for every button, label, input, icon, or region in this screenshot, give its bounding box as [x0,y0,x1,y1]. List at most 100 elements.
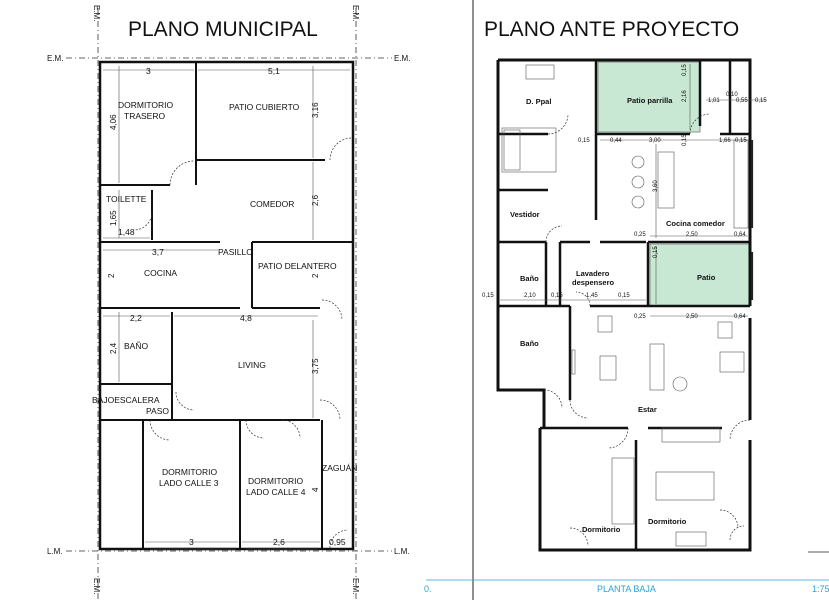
dim-1-66: 1,66 [719,138,731,144]
dim-0-15-a: 0,15 [755,98,767,104]
dim-3-bottom: 3 [189,537,194,547]
municipal-title: PLANO MUNICIPAL [128,18,318,41]
dim-3-75: 3,75 [311,358,320,374]
room-patio-parrilla: Patio parrilla [627,96,673,105]
dim-2-4: 2,4 [109,342,118,354]
anteproyecto-dimension-lines [500,64,766,317]
dim-0-25-b: 0,25 [634,314,646,320]
room-patio-delantero: PATIO DELANTERO [258,261,337,271]
room-lavadero-1: Lavadero [576,269,610,278]
dim-2-cocina: 2 [107,273,116,278]
room-bano-2: Baño [520,339,539,348]
axis-label-left: E.M. [47,54,63,63]
room-lavadero-2: despensero [572,278,615,287]
room-dorm-calle3-2: LADO CALLE 3 [159,478,219,488]
anteproyecto-room-labels: D. Ppal Patio parrilla Vestidor Cocina c… [510,96,725,534]
municipal-dimension-lines [103,66,350,543]
axis-label-right: E.M. [394,54,410,63]
axis-label-bottom-right: L.M. [394,547,410,556]
dim-0-10: 0,10 [726,92,738,98]
dim-5-1: 5,1 [268,66,280,76]
anteproyecto-title: PLANO ANTE PROYECTO [484,18,739,41]
room-d-ppal: D. Ppal [526,97,551,106]
dim-0-44: 0,44 [610,138,622,144]
room-patio-cubierto: PATIO CUBIERTO [229,102,300,112]
anteproyecto-outer-wall [496,58,752,552]
room-dormitorio-1: Dormitorio [582,525,621,534]
dim-1-65: 1,65 [109,210,118,226]
dim-2-6-bottom: 2,6 [273,537,285,547]
dim-0-15-d: 0,15 [482,293,494,299]
dim-2-patio: 2 [311,273,320,278]
dim-3-7: 3,7 [152,247,164,257]
room-bano-1: Baño [520,274,539,283]
dim-1-45: 1,45 [586,293,598,299]
axis-label-foot-left: E.M. [92,578,101,594]
municipal-interior-walls [100,62,353,549]
dim-1-01: 1,01 [708,98,720,104]
room-dorm-calle4-2: LADO CALLE 4 [246,487,306,497]
room-patio: Patio [697,273,716,282]
dim-0-55: 0,55 [736,98,748,104]
room-dorm-calle3-1: DORMITORIO [162,467,217,477]
room-dormitorio-2: Dormitorio [648,517,687,526]
dim-0-64-a: 0,64 [734,232,746,238]
municipal-dimension-labels: 3 5,1 4,06 3,16 1,65 1,48 2,6 3,7 2 2 2,… [107,66,346,547]
dim-4-06: 4,06 [109,114,118,130]
plano-municipal: PLANO MUNICIPAL E.M. E.M. E.M. E.M. L.M.… [47,5,410,600]
dim-2-50-a: 2,50 [686,232,698,238]
room-dormitorio-trasero-2: TRASERO [124,111,165,121]
axis-label-foot-right: E.M. [351,578,360,594]
dim-0-15-f: 0,15 [618,293,630,299]
municipal-outer-wall [98,60,355,551]
footer-right-text: 1:75 [812,584,829,594]
anteproyecto-dimension-labels: 0,15 2,16 0,10 1,01 0,55 0,15 0,15 0,44 … [482,64,767,320]
room-cocina: COCINA [144,268,177,278]
room-zaguan: ZAGUÁN [322,463,357,473]
room-bano: BAÑO [124,341,148,351]
dim-2-10: 2,10 [524,293,536,299]
axis-label-top-right: E.M. [351,5,360,21]
dim-2-2: 2,2 [130,313,142,323]
room-toilette: TOILETTE [106,194,147,204]
dim-3-top: 3 [146,66,151,76]
room-paso: PASO [146,406,169,416]
dim-v-0-15-mid: 0,15 [682,134,688,146]
plano-anteproyecto: PLANO ANTE PROYECTO [424,18,829,594]
dim-v-0-15-patio: 0,15 [653,246,659,258]
dim-4-8: 4,8 [240,313,252,323]
dim-0-64-b: 0,64 [734,314,746,320]
dim-3-00: 3,00 [649,138,661,144]
patio-parrilla-area [597,61,701,133]
footer-center-text: PLANTA BAJA [597,584,656,594]
room-dorm-calle4-1: DORMITORIO [248,476,303,486]
dim-v-2-16: 2,16 [682,90,688,102]
patio-area [649,243,751,307]
room-comedor: COMEDOR [250,199,294,209]
dim-0-15-e: 0,15 [551,293,563,299]
dim-1-48: 1,48 [118,227,135,237]
dim-v-3-60: 3,60 [653,180,659,192]
room-estar: Estar [638,405,657,414]
dim-2-50-b: 2,50 [686,314,698,320]
anteproyecto-interior-walls [498,60,750,550]
room-dormitorio-trasero-1: DORMITORIO [118,100,173,110]
room-pasillo: PASILLO [218,247,253,257]
room-living: LIVING [238,360,266,370]
dim-0-95: 0,95 [329,537,346,547]
axis-label-bottom-left: L.M. [47,547,63,556]
dim-3-16: 3,16 [311,102,320,118]
footer-left-text: 0. [424,584,432,594]
dim-2-6-mid: 2,6 [311,194,320,206]
municipal-room-labels: DORMITORIO TRASERO PATIO CUBIERTO TOILET… [92,100,357,497]
municipal-doors [133,137,353,549]
anteproyecto-furniture [501,64,749,547]
dim-4: 4 [311,487,320,492]
room-vestidor: Vestidor [510,210,540,219]
axis-label-top-left: E.M. [92,5,101,21]
room-cocina-comedor: Cocina comedor [666,219,725,228]
dim-0-15-c: 0,15 [735,138,747,144]
anteproyecto-doors [543,113,751,547]
dim-v-0-15-top: 0,15 [682,64,688,76]
